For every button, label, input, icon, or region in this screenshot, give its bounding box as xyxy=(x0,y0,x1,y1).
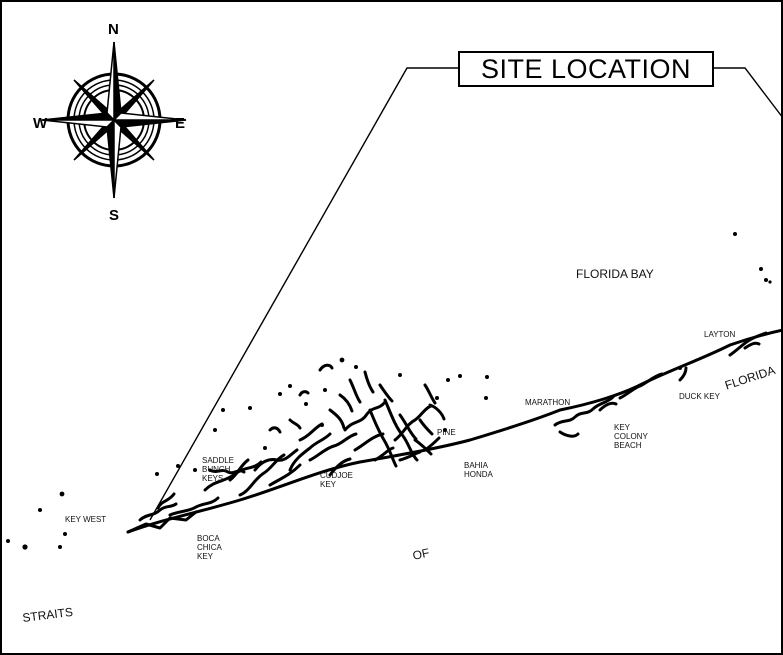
label-cudjoe-key: CUDJOE KEY xyxy=(320,471,353,489)
label-duck-key: DUCK KEY xyxy=(679,392,720,401)
callout-lines xyxy=(149,67,783,521)
label-boca-chica-key: BOCA CHICA KEY xyxy=(197,534,222,561)
compass-west-label: W xyxy=(33,115,48,132)
compass-rose xyxy=(41,41,187,199)
compass-south-label: S xyxy=(109,207,120,224)
compass-east-label: E xyxy=(175,115,186,132)
label-saddle-bunch-keys: SADDLE BUNCH KEYS xyxy=(202,456,235,483)
label-key-colony-beach: KEY COLONY BEACH xyxy=(614,423,648,450)
compass-north-label: N xyxy=(108,21,119,38)
label-bahia-honda: BAHIA HONDA xyxy=(464,461,493,479)
label-key-west: KEY WEST xyxy=(65,515,107,524)
small-islands xyxy=(6,232,772,550)
keys-coastline xyxy=(126,328,783,534)
site-location-title: SITE LOCATION xyxy=(458,51,714,87)
label-pine: PINE xyxy=(437,428,456,437)
label-florida-bay: FLORIDA BAY xyxy=(576,267,654,281)
label-of: OF xyxy=(411,545,431,563)
label-marathon: MARATHON xyxy=(525,398,571,407)
label-layton: LAYTON xyxy=(704,330,736,339)
